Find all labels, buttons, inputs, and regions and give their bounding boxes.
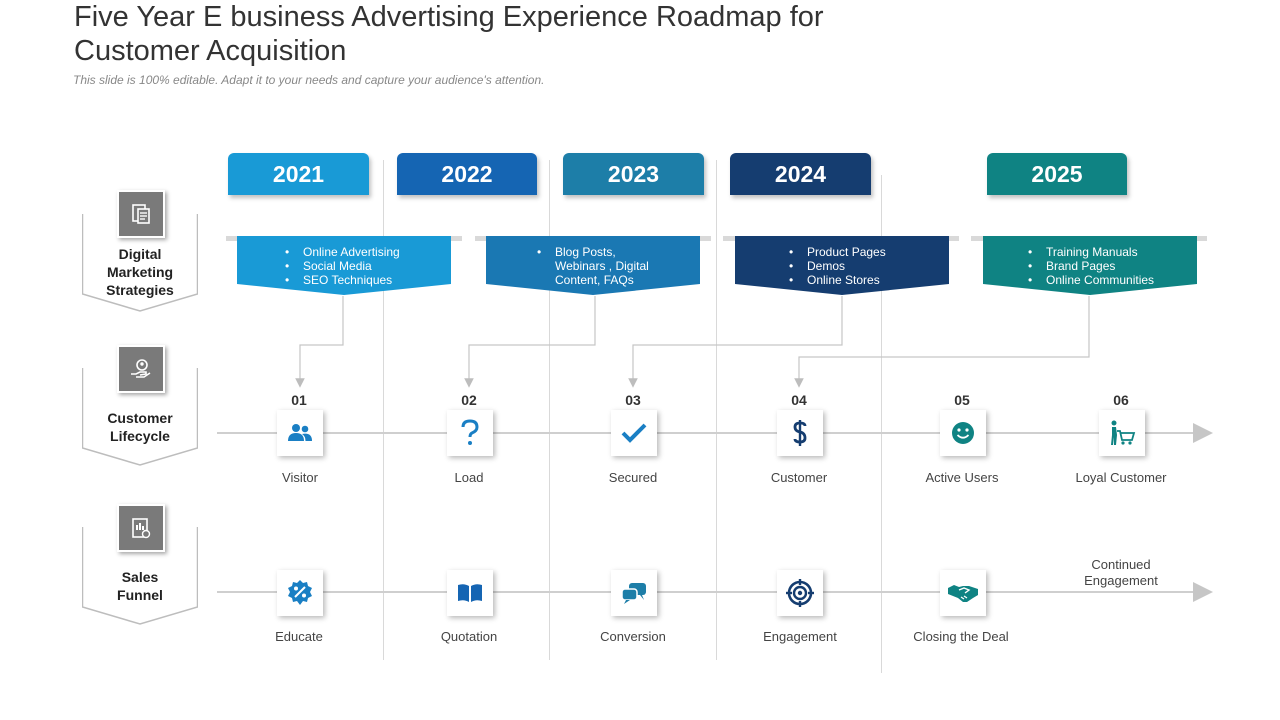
funnel-node-conversion	[611, 570, 657, 616]
lifecycle-label: Secured	[608, 470, 658, 485]
row-label-line: Marketing	[106, 264, 174, 280]
lifecycle-node-active-users	[940, 410, 986, 456]
step-number: 01	[291, 392, 307, 408]
dollar-icon	[793, 420, 807, 446]
step-number: 03	[625, 392, 641, 408]
banner-text-2021: Online AdvertisingSocial MediaSEO Techni…	[285, 245, 445, 287]
funnel-end-line: Engagement	[1084, 573, 1158, 588]
shopping-cart-person-icon	[1111, 420, 1136, 445]
users-icon	[288, 424, 312, 441]
step-number: 02	[461, 392, 477, 408]
column-divider	[716, 160, 717, 660]
question-icon	[461, 419, 479, 445]
hand-person-icon	[117, 345, 165, 393]
checkmark-icon	[621, 423, 647, 443]
bullet-item: Online Communities	[1028, 273, 1193, 287]
year-tab-2025: 2025	[987, 153, 1127, 195]
column-divider	[383, 160, 384, 660]
funnel-label: Quotation	[440, 629, 498, 644]
bullet-item: Online Advertising	[285, 245, 445, 259]
lifecycle-label: Loyal Customer	[1075, 470, 1167, 485]
row-label-line: Funnel	[117, 587, 163, 603]
bullet-text: Content, FAQs	[555, 273, 634, 287]
funnel-label: Engagement	[763, 629, 837, 644]
bullet-item: Training Manuals	[1028, 245, 1193, 259]
funnel-node-engagement	[777, 570, 823, 616]
step-number: 04	[791, 392, 807, 408]
row-label-line: Digital	[118, 246, 162, 262]
bullet-item: Social Media	[285, 259, 445, 273]
bullet-item: Online Stores	[789, 273, 949, 287]
banner-text-2025: Training ManualsBrand PagesOnline Commun…	[1028, 245, 1193, 287]
smiley-icon	[952, 422, 974, 444]
page-subtitle: This slide is 100% editable. Adapt it to…	[73, 73, 545, 87]
funnel-node-closing-deal	[940, 570, 986, 616]
lifecycle-label: Customer	[770, 470, 828, 485]
lifecycle-node-load	[447, 410, 493, 456]
year-tab-2023: 2023	[563, 153, 704, 195]
step-number: 06	[1113, 392, 1129, 408]
lifecycle-label: Visitor	[282, 470, 318, 485]
funnel-label: Educate	[275, 629, 323, 644]
page-title: Five Year E business Advertising Experie…	[74, 1, 824, 67]
lifecycle-node-customer	[777, 410, 823, 456]
lifecycle-node-secured	[611, 410, 657, 456]
target-icon	[786, 579, 814, 607]
funnel-label: Conversion	[600, 629, 666, 644]
step-number: 05	[954, 392, 970, 408]
funnel-node-educate	[277, 570, 323, 616]
bullet-text: Webinars , Digital	[555, 259, 649, 273]
lifecycle-node-visitor	[277, 410, 323, 456]
row-label-line: Strategies	[106, 282, 174, 298]
lifecycle-label: Load	[454, 470, 484, 485]
bullet-item: Demos	[789, 259, 949, 273]
funnel-end-line: Continued	[1091, 557, 1151, 572]
bullet-item: Product Pages	[789, 245, 949, 259]
row-label-line: Customer	[107, 410, 173, 426]
strategy-document-icon	[117, 190, 165, 238]
row-label-line: Sales	[121, 569, 159, 585]
banner-text-2024: Product PagesDemosOnline Stores	[789, 245, 949, 287]
lifecycle-label: Active Users	[925, 470, 999, 485]
row-label-line: Lifecycle	[110, 428, 170, 444]
bullet-item: SEO Techniques	[285, 273, 445, 287]
column-divider	[549, 160, 550, 660]
year-tab-2021: 2021	[228, 153, 369, 195]
funnel-label: Closing the Deal	[913, 629, 1009, 644]
year-tab-2024: 2024	[730, 153, 871, 195]
column-divider	[881, 175, 882, 673]
bullet-text: Blog Posts,	[555, 245, 616, 259]
chat-bubbles-icon	[621, 583, 646, 604]
book-icon	[458, 584, 482, 602]
percent-badge-icon	[288, 580, 312, 605]
funnel-node-quotation	[447, 570, 493, 616]
report-chart-icon	[117, 504, 165, 552]
bullet-item: Brand Pages	[1028, 259, 1193, 273]
lifecycle-node-loyal-customer	[1099, 410, 1145, 456]
year-tab-2022: 2022	[397, 153, 537, 195]
handshake-icon	[948, 585, 978, 602]
